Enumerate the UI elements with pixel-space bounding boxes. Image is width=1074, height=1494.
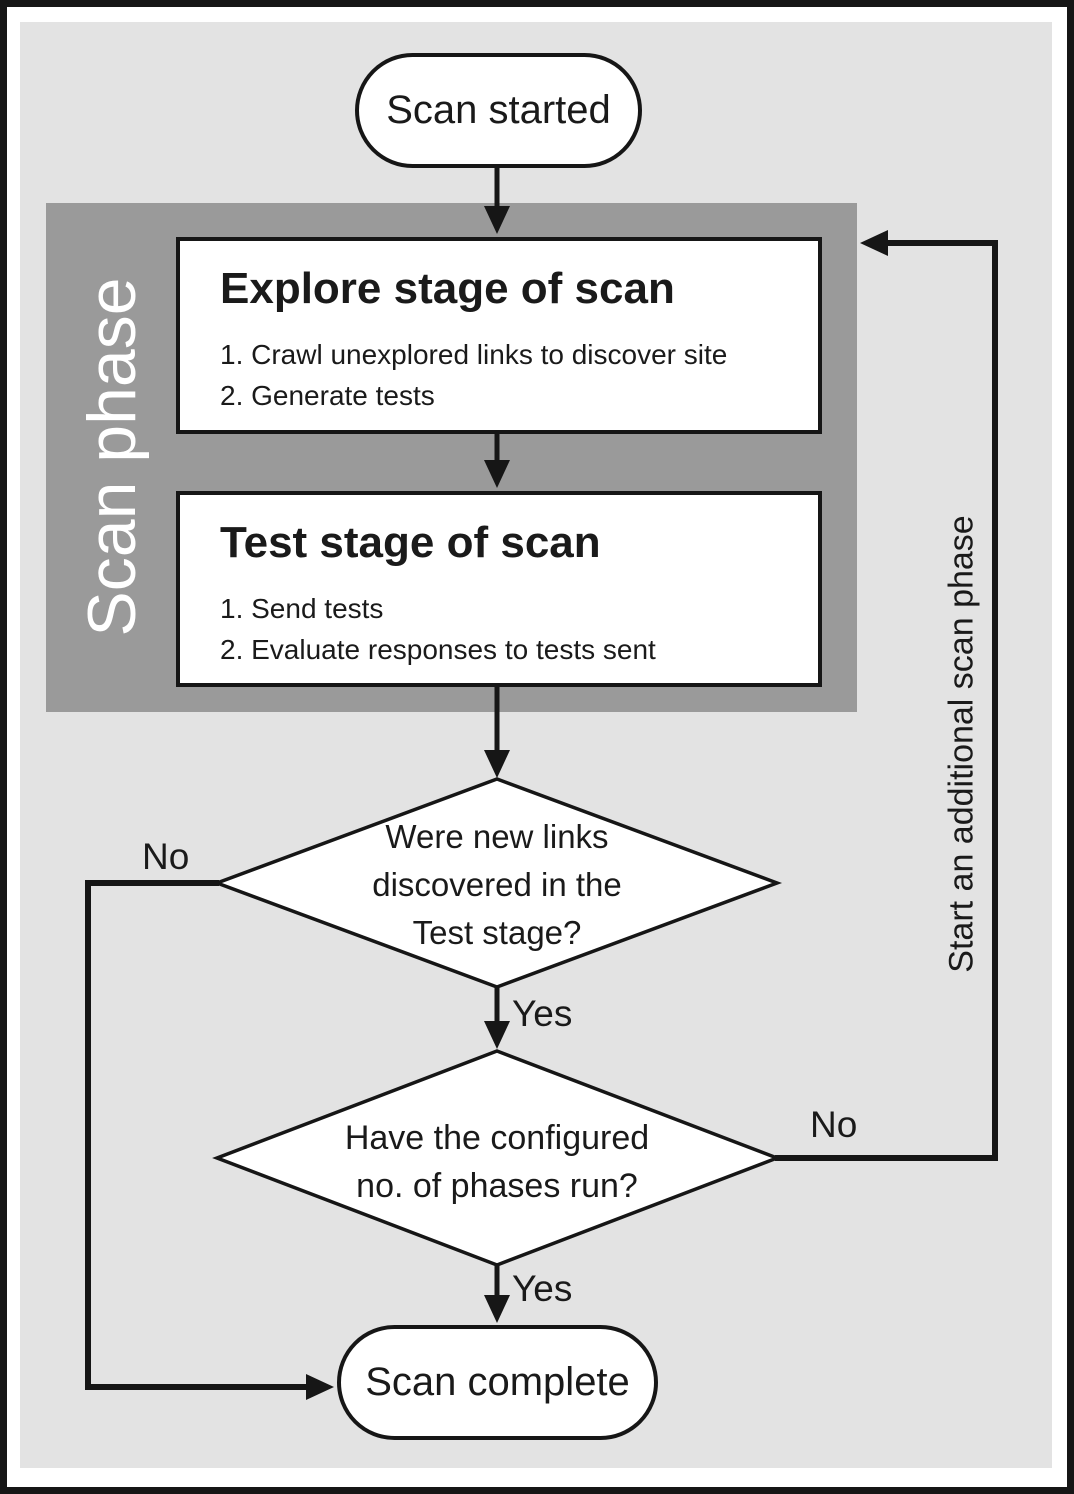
test-stage-title: Test stage of scan — [220, 518, 601, 567]
explore-stage-box: Explore stage of scan 1. Crawl unexplore… — [176, 237, 822, 434]
decision-line: Have the configured — [344, 1118, 650, 1157]
end-node-label: Scan complete — [365, 1360, 630, 1404]
loop-label: Start an additional scan phase — [942, 515, 981, 973]
test-stage-item: 1. Send tests — [220, 592, 384, 624]
decision-line: Test stage? — [412, 913, 582, 951]
explore-stage-items: 1. Crawl unexplored links to discover si… — [220, 334, 798, 417]
test-stage-box: Test stage of scan 1. Send tests 2. Eval… — [176, 491, 822, 687]
path-no-to-scan-complete — [85, 880, 334, 1400]
start-node-label: Scan started — [386, 88, 611, 132]
decision-line: no. of phases run? — [356, 1166, 638, 1205]
decision-new-links-text: Were new links discovered in the Test st… — [247, 800, 747, 970]
arrow-yes-to-decision-phases-run — [484, 987, 510, 1049]
label-no-phases-run: No — [810, 1104, 858, 1145]
start-node: Scan started — [355, 53, 642, 168]
explore-stage-item: 1. Crawl unexplored links to discover si… — [220, 338, 728, 370]
decision-line: Were new links — [385, 818, 609, 856]
arrow-explore-to-test — [484, 434, 510, 488]
label-yes-phases-run: Yes — [512, 1268, 573, 1309]
explore-stage-item: 2. Generate tests — [220, 380, 435, 412]
test-stage-item: 2. Evaluate responses to tests sent — [220, 634, 656, 666]
path-no-to-scan-phase — [775, 230, 998, 1161]
explore-stage-title: Explore stage of scan — [220, 264, 675, 313]
label-no-new-links: No — [142, 836, 190, 877]
test-stage-items: 1. Send tests 2. Evaluate responses to t… — [220, 588, 798, 671]
decision-line: discovered in the — [372, 866, 622, 904]
decision-phases-run-text: Have the configured no. of phases run? — [247, 1090, 747, 1235]
arrow-start-to-explore — [484, 168, 510, 234]
arrow-yes-to-scan-complete — [484, 1265, 510, 1323]
label-yes-new-links: Yes — [512, 993, 573, 1034]
arrow-test-to-decision-new-links — [484, 687, 510, 778]
end-node: Scan complete — [337, 1325, 658, 1440]
scan-phase-label: Scan phase — [74, 277, 150, 637]
